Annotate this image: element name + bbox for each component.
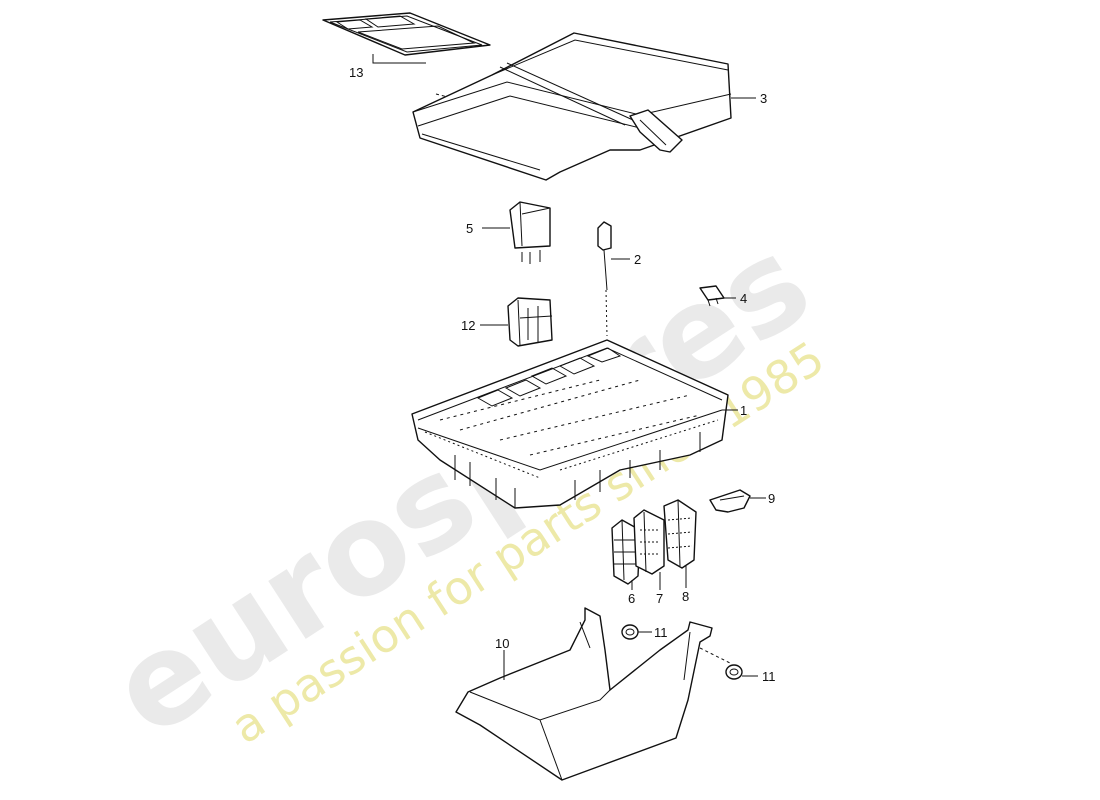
callout-6: 6 <box>628 591 635 606</box>
part-10-bracket <box>455 607 713 781</box>
part-3-cover <box>412 32 756 181</box>
callout-11-upper: 11 <box>654 625 668 640</box>
callout-2: 2 <box>634 252 641 267</box>
callout-13: 13 <box>349 65 363 80</box>
callout-11-lower: 11 <box>762 669 776 684</box>
callout-8: 8 <box>682 589 689 604</box>
callout-5: 5 <box>466 221 473 236</box>
part-12-connector <box>480 297 553 347</box>
parts-6-7-8-fuse-carriers <box>611 499 697 590</box>
part-2-wire-sensor <box>597 221 630 337</box>
part-1-fuse-box <box>411 339 738 509</box>
part-9-clip <box>709 489 766 513</box>
part-5-relay <box>482 201 551 264</box>
part-11-grommet-upper <box>621 624 652 640</box>
watermark-brand: eurospares <box>86 208 834 765</box>
callout-3: 3 <box>760 91 767 106</box>
callout-4: 4 <box>740 291 747 306</box>
callout-labels: 13 3 5 2 4 12 1 9 6 7 8 11 10 11 <box>349 65 776 684</box>
watermark: eurospares a passion for parts since 198… <box>86 208 834 765</box>
callout-12: 12 <box>461 318 475 333</box>
part-4-fuse <box>699 285 736 307</box>
callout-10: 10 <box>495 636 509 651</box>
callout-1: 1 <box>740 403 747 418</box>
part-11-grommet-lower <box>699 647 758 680</box>
callout-9: 9 <box>768 491 775 506</box>
callout-7: 7 <box>656 591 663 606</box>
